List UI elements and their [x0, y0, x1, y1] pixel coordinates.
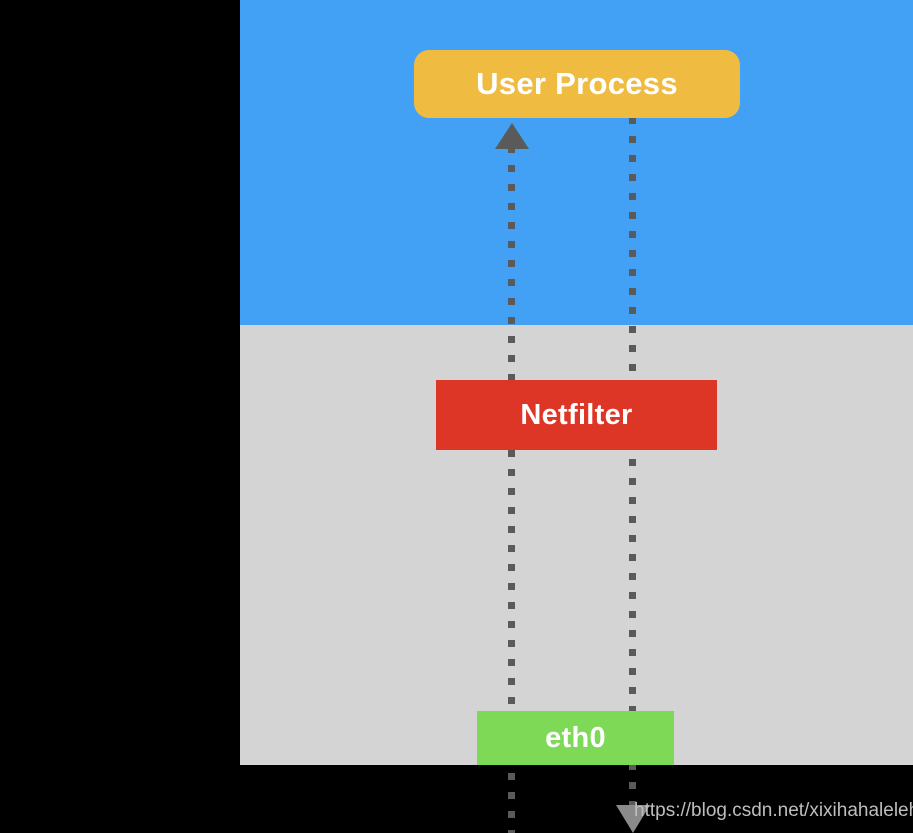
inbound-arrow-icon — [495, 123, 529, 149]
user-space-band — [240, 0, 913, 325]
node-user-process-label: User Process — [476, 66, 678, 101]
node-user-process: User Process — [414, 50, 740, 118]
outbound-arrow-icon — [616, 805, 650, 833]
watermark-text: https://blog.csdn.net/xixihahalelehehe — [634, 800, 913, 821]
inbound-packet-flow-line — [508, 146, 515, 833]
node-eth0: eth0 — [477, 711, 674, 765]
node-netfilter: Netfilter — [436, 380, 717, 450]
node-eth0-label: eth0 — [545, 721, 606, 754]
node-netfilter-label: Netfilter — [520, 398, 633, 431]
outbound-packet-flow-line — [629, 117, 636, 809]
